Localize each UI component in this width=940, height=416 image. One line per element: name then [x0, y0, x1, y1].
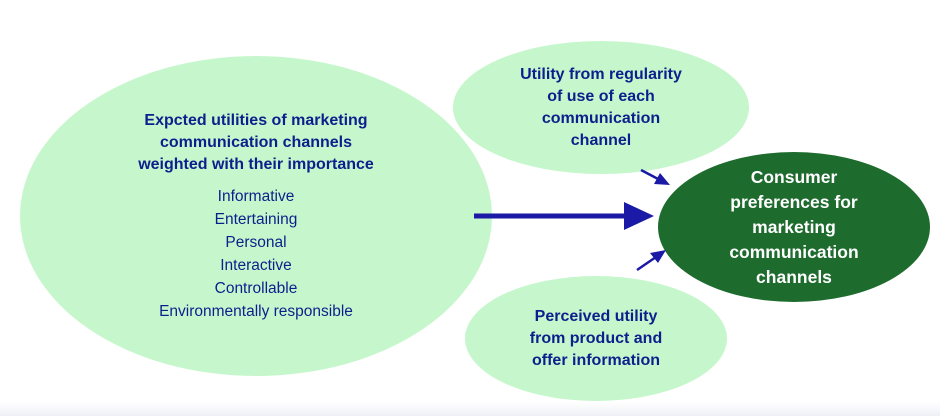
node-line: Perceived utility	[534, 307, 658, 325]
title-line: Expcted utilities of marketing	[144, 111, 368, 129]
node-line: channels	[756, 266, 832, 287]
attribute-item: Informative	[217, 187, 295, 205]
attribute-item: Personal	[225, 233, 287, 251]
attribute-item: Interactive	[220, 256, 292, 274]
expected-utilities-title: Expcted utilities of marketing communica…	[138, 110, 374, 176]
node-line: marketing	[752, 216, 836, 237]
consumer-preferences-node: Consumer preferences for marketing commu…	[658, 152, 930, 302]
node-line: communication	[541, 109, 661, 127]
node-line: communication	[729, 241, 859, 262]
attribute-item: Controllable	[214, 279, 298, 297]
perceived-utility-node: Perceived utility from product and offer…	[465, 276, 727, 401]
regularity-arrow	[640, 168, 670, 185]
node-line: from product and	[529, 329, 663, 347]
attribute-list: Informative Entertaining Personal Intera…	[159, 185, 353, 323]
title-line: communication channels	[159, 133, 353, 151]
consumer-preferences-text: Consumer preferences for marketing commu…	[729, 165, 858, 290]
node-line: Utility from regularity	[520, 65, 682, 83]
node-line: preferences for	[730, 191, 858, 212]
regularity-utility-text: Utility from regularity of use of each c…	[520, 64, 682, 152]
node-line: channel	[570, 131, 632, 149]
regularity-utility-node: Utility from regularity of use of each c…	[453, 41, 749, 174]
attribute-item: Entertaining	[214, 210, 298, 228]
perceived-arrow	[636, 250, 666, 272]
attribute-item: Environmentally responsible	[159, 302, 353, 320]
node-line: Consumer	[750, 166, 838, 187]
node-line: offer information	[532, 351, 660, 369]
perceived-utility-text: Perceived utility from product and offer…	[530, 306, 662, 372]
node-line: of use of each	[547, 87, 655, 105]
title-line: weighted with their importance	[138, 155, 374, 173]
expected-utilities-node: Expcted utilities of marketing communica…	[20, 56, 492, 376]
background-band	[0, 402, 940, 416]
main-arrow	[474, 202, 654, 230]
